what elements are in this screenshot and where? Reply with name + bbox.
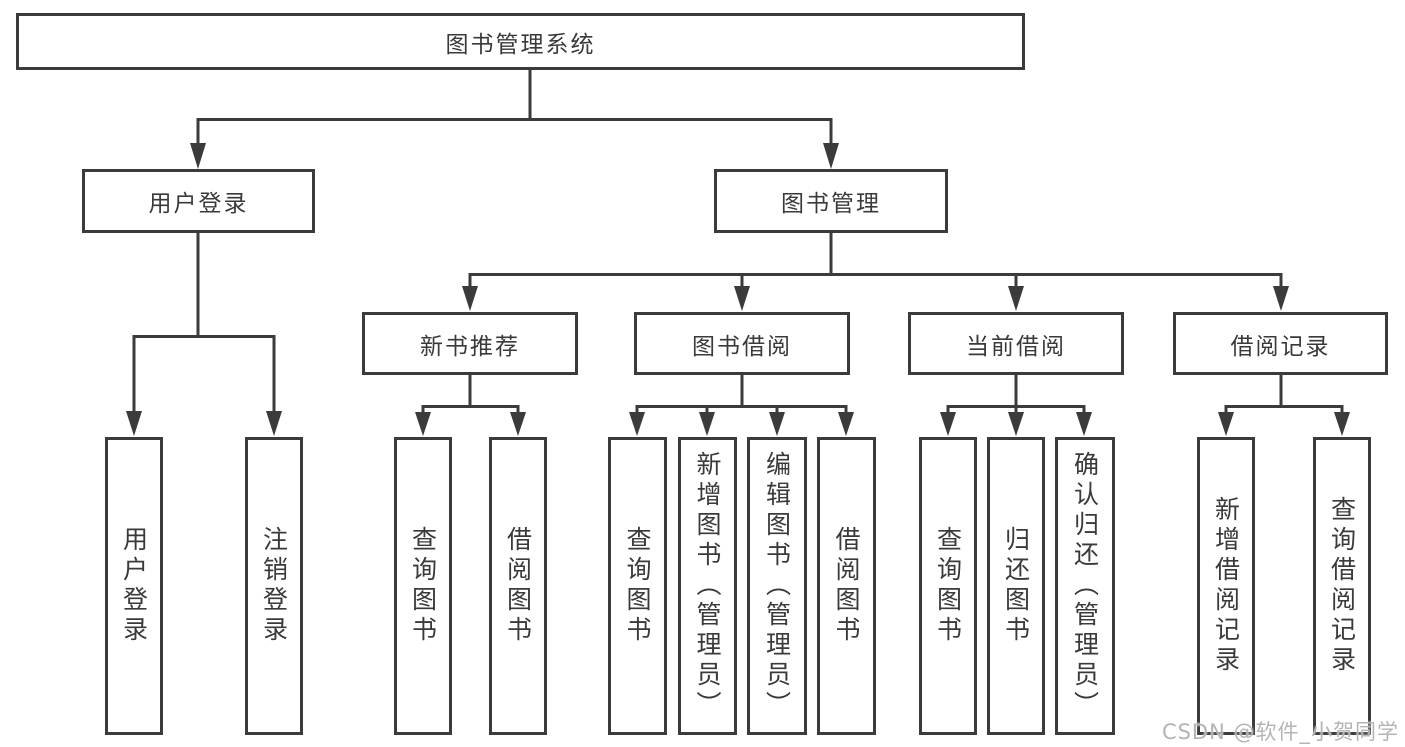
csdn-watermark: CSDN @软件_小贺同学: [1161, 720, 1399, 744]
node-borrowing-records: 借阅记录: [1173, 312, 1388, 375]
node-leaf-add-borrow-record: 新增借阅记录: [1197, 437, 1255, 735]
node-leaf-edit-books-admin: 编辑图书（管理员）: [747, 437, 807, 735]
node-leaf-add-books-admin: 新增图书（管理员）: [678, 437, 737, 735]
node-new-book-recommendation: 新书推荐: [362, 312, 578, 375]
node-book-management-branch: 图书管理: [714, 169, 948, 233]
node-leaf-logout: 注销登录: [245, 437, 303, 735]
node-library-management-system: 图书管理系统: [16, 13, 1025, 70]
node-book-borrowing: 图书借阅: [634, 312, 850, 375]
node-leaf-confirm-return-admin: 确认归还（管理员）: [1055, 437, 1115, 735]
node-leaf-return-books: 归还图书: [987, 437, 1045, 735]
node-leaf-query-books-borrow: 查询图书: [608, 437, 667, 735]
node-leaf-borrow-books-rec: 借阅图书: [489, 437, 547, 735]
node-current-borrowing: 当前借阅: [908, 312, 1124, 375]
node-leaf-borrow-books: 借阅图书: [817, 437, 876, 735]
node-user-login-branch: 用户登录: [82, 169, 315, 233]
node-leaf-query-borrow-record: 查询借阅记录: [1313, 437, 1371, 735]
node-leaf-query-books-current: 查询图书: [919, 437, 977, 735]
node-leaf-user-login: 用户登录: [105, 437, 163, 735]
node-leaf-query-books-rec: 查询图书: [394, 437, 452, 735]
